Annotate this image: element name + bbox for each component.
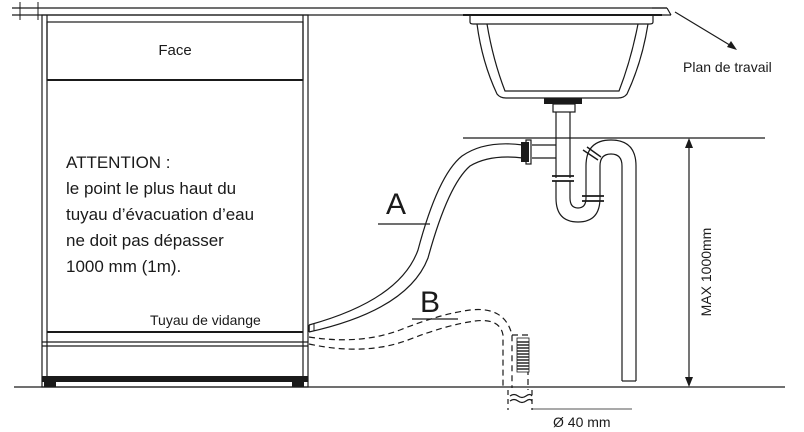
pipe-diameter-label: Ø 40 mm bbox=[553, 414, 611, 430]
attention-line: le point le plus haut du bbox=[66, 179, 237, 198]
attention-line: ne doit pas dépasser bbox=[66, 231, 224, 250]
worktop-leader-arrow bbox=[674, 11, 737, 50]
dishwasher bbox=[41, 14, 309, 388]
foot-right bbox=[292, 381, 304, 387]
attention-line: ATTENTION : bbox=[66, 153, 171, 172]
drain-hose-a bbox=[308, 143, 524, 333]
attention-line: 1000 mm (1m). bbox=[66, 257, 182, 276]
drain-hose-label: Tuyau de vidange bbox=[150, 312, 261, 328]
height-dimension bbox=[685, 138, 693, 387]
drain-hose-b bbox=[308, 308, 529, 390]
hose-a-label: A bbox=[386, 188, 407, 221]
face-label: Face bbox=[158, 42, 192, 59]
siphon-trap bbox=[552, 112, 637, 382]
standpipe bbox=[507, 337, 632, 410]
worktop bbox=[12, 2, 672, 20]
max-height-label: MAX 1000mm bbox=[698, 227, 714, 317]
hose-b-label: B bbox=[420, 286, 441, 319]
sink-basin bbox=[463, 14, 662, 113]
worktop-label: Plan de travail bbox=[683, 59, 772, 75]
foot-left bbox=[44, 381, 56, 387]
attention-note: ATTENTION : le point le plus haut du tuy… bbox=[66, 150, 306, 280]
drain-connector bbox=[521, 139, 556, 165]
attention-line: tuyau d’évacuation d’eau bbox=[66, 205, 255, 224]
